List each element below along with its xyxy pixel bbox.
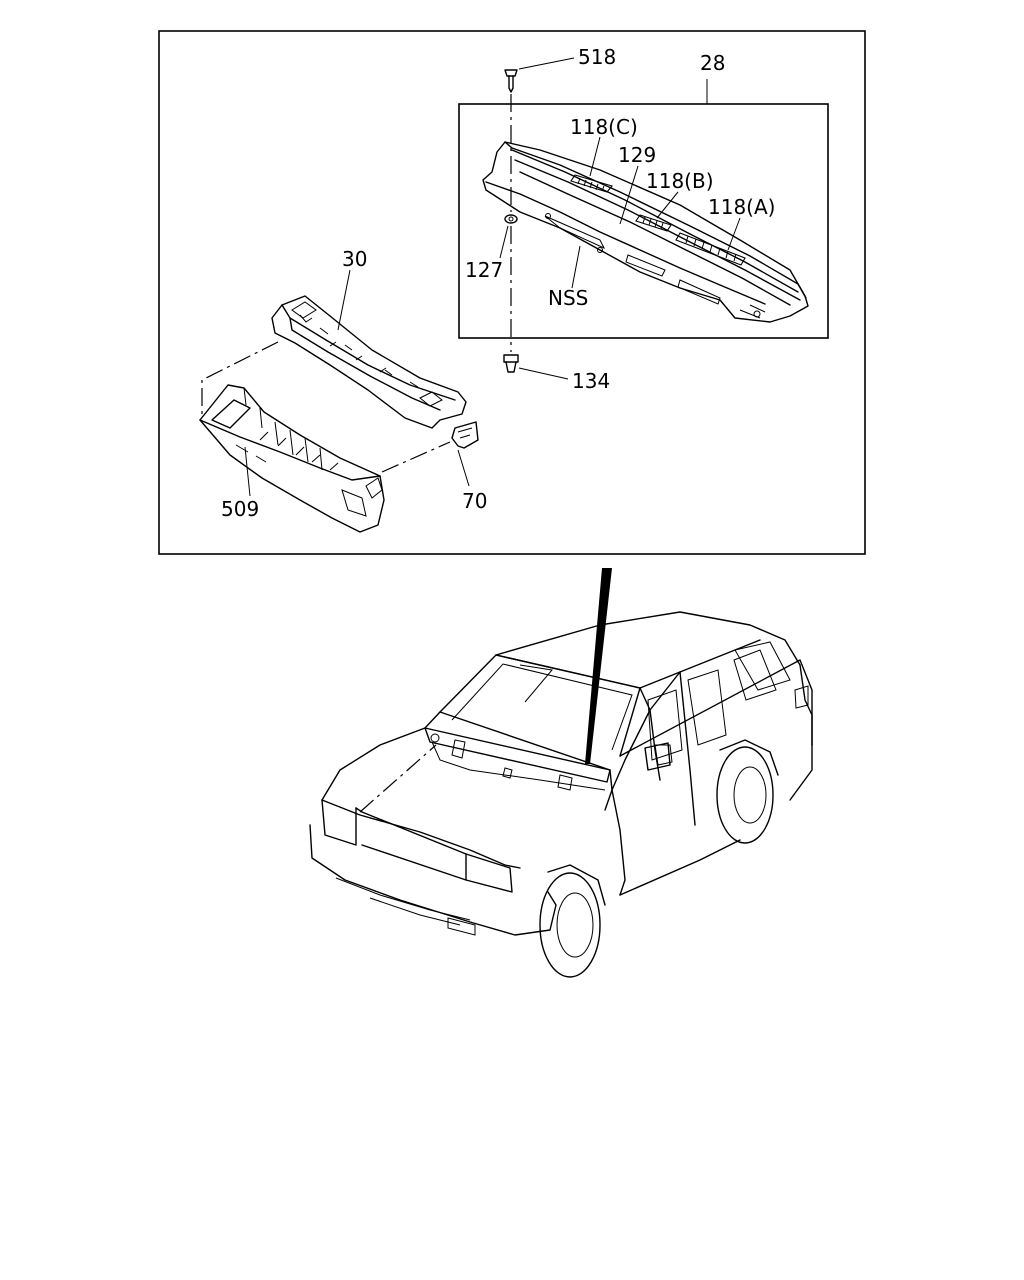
callout-118c: 118(C) (570, 115, 638, 139)
guide-line-2 (381, 441, 451, 473)
clip-134 (503, 354, 519, 373)
leader-lines (244, 57, 741, 497)
seal-118a (675, 232, 746, 266)
assembly-28-box (458, 103, 829, 339)
callout-509: 509 (221, 497, 259, 521)
screw-518 (504, 69, 518, 93)
diagram-frame (158, 30, 866, 555)
callout-nss: NSS (548, 286, 588, 310)
vehicle-guide-line (359, 744, 437, 813)
callout-127: 127 (465, 258, 503, 282)
guide-line-1 (201, 341, 279, 416)
callout-129: 129 (618, 143, 656, 167)
callout-518: 518 (578, 45, 616, 69)
vehicle-illustration (309, 611, 813, 978)
cowl-panel-30 (271, 295, 467, 429)
callout-134: 134 (572, 369, 610, 393)
nut-127 (504, 214, 518, 224)
callout-118a: 118(A) (708, 195, 775, 219)
callout-70: 70 (462, 489, 487, 513)
callout-30: 30 (342, 247, 367, 271)
callout-118b: 118(B) (646, 169, 714, 193)
callout-28: 28 (700, 51, 725, 75)
seal-118b (635, 214, 672, 232)
cowl-lower-509 (199, 384, 385, 533)
location-pointer (585, 568, 612, 764)
seal-118c (570, 174, 613, 193)
cowl-top-panel (482, 141, 809, 323)
bracket-70 (451, 421, 479, 449)
